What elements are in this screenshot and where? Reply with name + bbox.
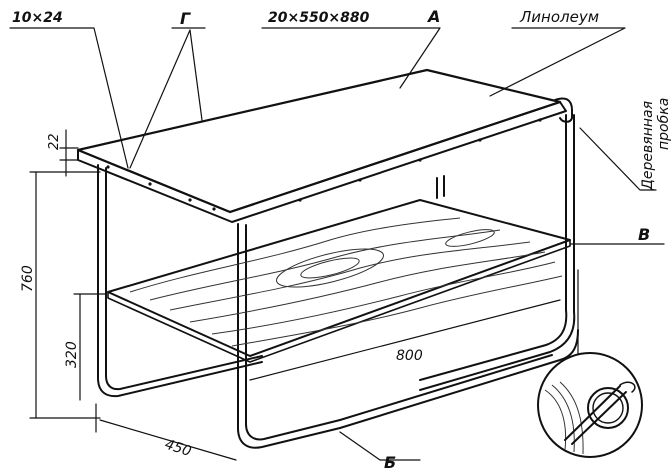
dimensions bbox=[29, 129, 561, 461]
dim-760: 760 bbox=[20, 265, 36, 292]
table-top bbox=[76, 68, 573, 223]
clamp-detail bbox=[537, 352, 643, 458]
label-b: Б bbox=[384, 453, 396, 470]
dim-320: 320 bbox=[64, 341, 80, 368]
leader-lines bbox=[9, 27, 665, 461]
top-screws bbox=[106, 118, 542, 211]
label-v: В bbox=[638, 225, 650, 244]
label-profile-size: 10×24 bbox=[12, 10, 63, 26]
label-wood-strip-2: пробка bbox=[656, 98, 671, 150]
label-g: Г bbox=[180, 9, 191, 28]
dim-800: 800 bbox=[396, 348, 423, 364]
label-top-size: 20×550×880 bbox=[268, 10, 370, 26]
label-linoleum: Линолеум bbox=[519, 8, 599, 26]
tube-frame bbox=[97, 114, 579, 449]
label-wood-strip-1: Деревянная bbox=[640, 101, 656, 191]
dim-22: 22 bbox=[47, 133, 62, 150]
label-a: А bbox=[426, 7, 440, 26]
lower-shelf bbox=[107, 199, 571, 363]
dim-450: 450 bbox=[163, 437, 193, 461]
